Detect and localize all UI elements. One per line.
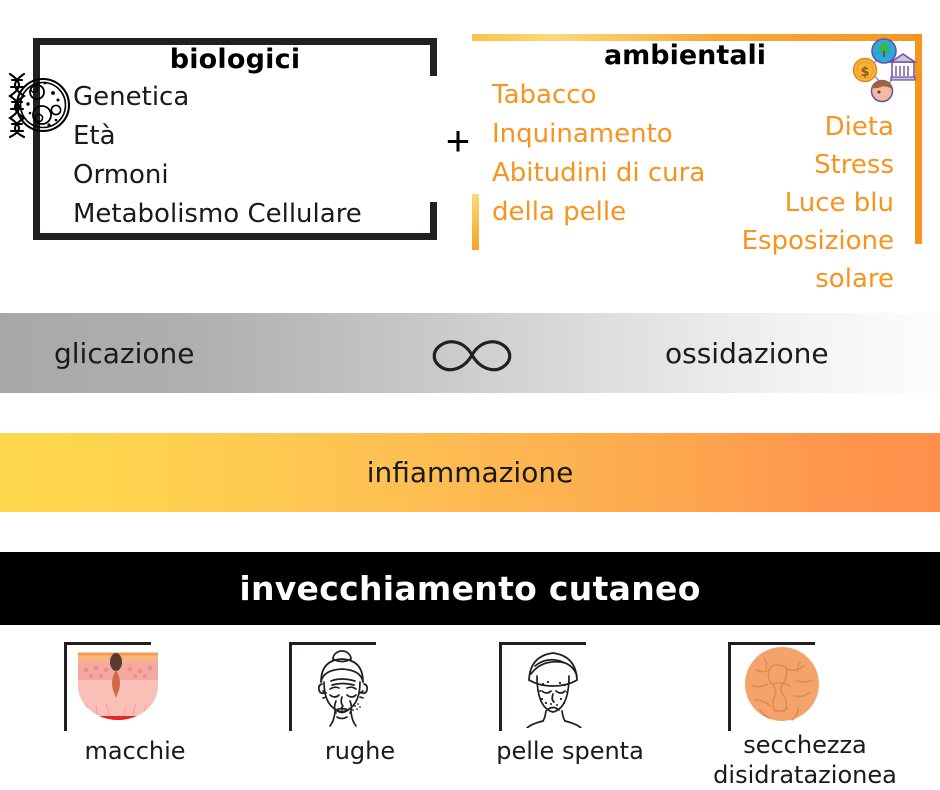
esg-network-icon: $ [846, 36, 920, 106]
corner-frame [499, 642, 586, 731]
biological-factors-panel: biologici Genetica Età Ormoni Metabolism… [33, 38, 437, 240]
corner-frame [289, 642, 376, 731]
outcome-rughe: rughe [245, 636, 475, 788]
bracket-bottom-arm [33, 233, 437, 240]
cracked-dry-skin-icon [734, 644, 830, 726]
list-item: della pelle [492, 197, 627, 227]
list-item: Inquinamento [492, 119, 673, 149]
glycation-label: glicazione [54, 336, 195, 370]
list-item: Dieta [824, 112, 894, 142]
orange-bracket-top-arm [472, 34, 922, 41]
list-item: Genetica [73, 82, 190, 112]
dna-cell-icon [0, 68, 72, 140]
list-item: Stress [814, 150, 894, 180]
outcome-label-line2: disidratazionea [713, 761, 897, 789]
corner-frame [728, 642, 815, 731]
skin-cross-section-spot-icon [70, 646, 166, 728]
oxidation-label: ossidazione [665, 336, 829, 370]
list-item: Tabacco [492, 80, 597, 110]
causes-section: biologici Genetica Età Ormoni Metabolism… [0, 0, 940, 310]
outcome-label: macchie [84, 737, 186, 765]
environmental-factors-list-left: Tabacco Inquinamento Abitudini di cura d… [492, 76, 742, 232]
outcome-macchie: macchie [20, 636, 250, 788]
list-item: Abitudini di cura [492, 158, 706, 188]
outcomes-row: macchie [0, 636, 940, 790]
outcome-label-line1: secchezza [743, 731, 867, 759]
orange-bracket-right-bar [915, 34, 922, 244]
bracket-left-bar [33, 38, 40, 240]
infinity-icon [422, 333, 522, 377]
biological-factors-list: Genetica Età Ormoni Metabolismo Cellular… [73, 78, 433, 234]
outcome-secchezza: secchezza disidratazionea [690, 636, 920, 790]
dull-skin-face-icon [505, 646, 601, 729]
wrinkled-face-icon [295, 646, 391, 728]
inflammation-band: infiammazione [0, 433, 940, 512]
list-item: Luce blu [784, 188, 894, 218]
glycation-oxidation-band: glicazione ossidazione [0, 313, 940, 393]
environmental-factors-list-right: Dieta Stress Luce blu Esposizione solare [704, 108, 894, 298]
environmental-factors-panel: ambientali Tabacco Inquinamento Abitudin… [470, 34, 922, 294]
biological-panel-title: biologici [169, 44, 301, 75]
bracket-top-arm [33, 38, 437, 45]
plus-operator: + [445, 117, 471, 164]
svg-text:$: $ [860, 65, 869, 80]
outcome-label: pelle spenta [496, 737, 644, 765]
inflammation-label: infiammazione [366, 456, 574, 489]
list-item: Ormoni [73, 160, 169, 190]
list-item: Età [73, 121, 116, 151]
list-item: Esposizione [741, 226, 894, 256]
bracket-right-bottom [430, 202, 437, 240]
outcome-label: secchezza disidratazionea [690, 730, 920, 790]
list-item: Metabolismo Cellulare [73, 199, 362, 229]
skin-aging-label: invecchiamento cutaneo [239, 569, 701, 608]
outcome-label: rughe [324, 737, 396, 765]
environmental-panel-title: ambientali [603, 40, 767, 71]
skin-aging-band: invecchiamento cutaneo [0, 552, 940, 625]
list-item: solare [815, 264, 894, 294]
corner-frame [64, 642, 151, 731]
orange-bracket-left-stub [472, 194, 479, 250]
outcome-pelle-spenta: pelle spenta [455, 636, 685, 788]
bracket-right-top [430, 38, 437, 76]
